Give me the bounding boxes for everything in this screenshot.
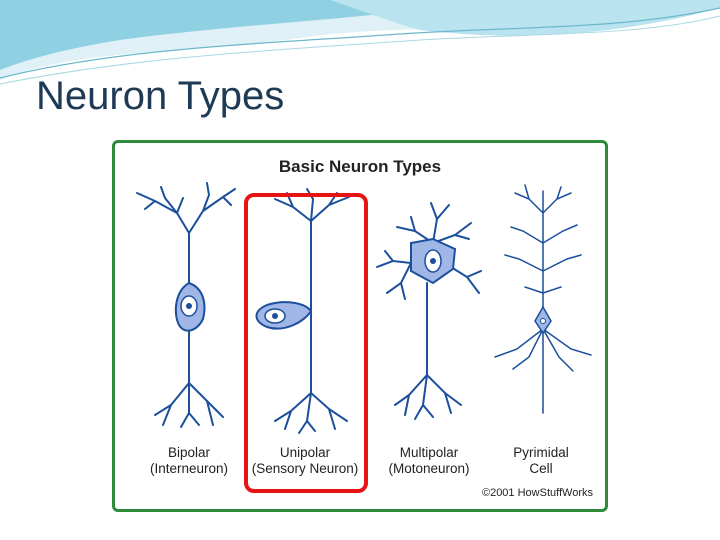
- neuron-types-figure: Basic Neuron Types: [112, 140, 608, 512]
- bipolar-neuron: [136, 182, 236, 428]
- caption-bipolar-name: Bipolar: [167, 445, 211, 460]
- unipolar-neuron: [255, 188, 350, 434]
- multipolar-neuron: [376, 202, 482, 420]
- caption-bipolar: Bipolar (Interneuron): [129, 445, 249, 477]
- caption-pyramidal-name: Pyrimidal: [513, 445, 569, 460]
- neuron-illustrations: [136, 182, 592, 434]
- caption-bipolar-subtitle: (Interneuron): [149, 461, 229, 476]
- copyright-notice: ©2001 HowStuffWorks: [481, 487, 593, 499]
- figure-title: Basic Neuron Types: [278, 157, 442, 176]
- caption-multipolar: Multipolar (Motoneuron): [369, 445, 489, 477]
- slide-title: Neuron Types: [36, 74, 285, 118]
- caption-unipolar: Unipolar (Sensory Neuron): [245, 445, 365, 477]
- header-swoosh-decoration: [0, 0, 720, 85]
- unipolar-highlight-box: [244, 193, 368, 493]
- pyramidal-neuron: [494, 184, 592, 414]
- caption-multipolar-name: Multipolar: [399, 445, 459, 460]
- caption-unipolar-name: Unipolar: [279, 445, 331, 460]
- caption-pyramidal: Pyrimidal Cell: [481, 445, 601, 477]
- caption-multipolar-subtitle: (Motoneuron): [388, 461, 470, 476]
- caption-pyramidal-subtitle: Cell: [529, 461, 553, 476]
- caption-unipolar-subtitle: (Sensory Neuron): [251, 461, 359, 476]
